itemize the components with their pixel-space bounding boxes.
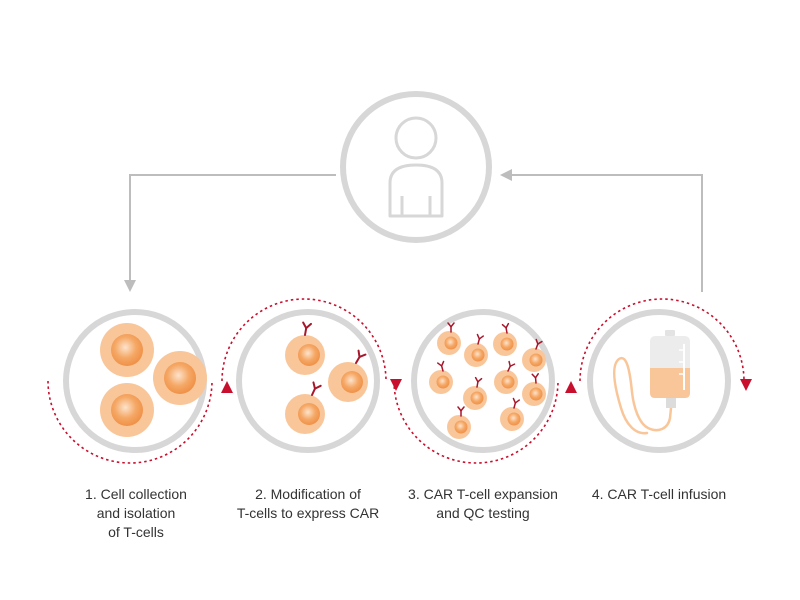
step-1-label: 1. Cell collection and isolation of T-ce… — [51, 485, 221, 542]
cycle-arrowhead-1-icon — [221, 381, 233, 393]
cycle-arrowhead-4-icon — [740, 379, 752, 391]
step-3-label-line-2: and QC testing — [436, 505, 530, 521]
cycle-arc-1 — [47, 380, 213, 464]
expanded-cell-group — [429, 322, 546, 439]
step-3-label: 3. CAR T-cell expansion and QC testing — [398, 485, 568, 523]
person-outline-icon — [388, 116, 444, 218]
step-4-label: 4. CAR T-cell infusion — [574, 485, 744, 504]
expanded-cell-nucleus — [470, 391, 484, 405]
cycle-arrows — [47, 298, 745, 464]
cycle-arrowhead-3-icon — [565, 381, 577, 393]
expanded-cell-nucleus — [454, 420, 468, 434]
return-connector — [510, 174, 703, 292]
expanded-cell-nucleus — [471, 348, 485, 362]
expanded-cell-nucleus — [529, 387, 543, 401]
patient-node — [340, 91, 492, 243]
expanded-cell-nucleus — [507, 412, 521, 426]
collection-connector — [129, 174, 336, 282]
expanded-cell-nucleus — [501, 375, 515, 389]
infusion-bag-icon — [613, 330, 690, 435]
step-1-label-line-3: of T-cells — [108, 524, 164, 540]
step-1-label-line-2: and isolation — [96, 505, 176, 521]
t-cell-group — [100, 323, 207, 437]
expanded-cell-nucleus — [436, 375, 450, 389]
cycle-arc-3 — [393, 380, 559, 464]
step-2-label-line-2: T-cells to express CAR — [236, 505, 380, 521]
expanded-cell-nucleus — [500, 337, 514, 351]
expanded-cell-nucleus — [529, 353, 543, 367]
return-arrowhead-icon — [500, 169, 512, 181]
step-2-label-line-1: 2. Modification of — [255, 486, 361, 502]
expanded-cell-nucleus — [444, 336, 458, 350]
step-1-label-line-1: 1. Cell collection — [85, 486, 187, 502]
collection-arrowhead-icon — [124, 280, 136, 292]
step-3-label-line-1: 3. CAR T-cell expansion — [408, 486, 558, 502]
car-t-cell-group — [285, 321, 368, 434]
cycle-arrowhead-2-icon — [390, 379, 402, 391]
step-2-node — [236, 309, 380, 453]
step-2-label: 2. Modification of T-cells to express CA… — [223, 485, 393, 523]
step-1-node — [63, 309, 207, 453]
step-4-node — [587, 309, 731, 453]
cycle-arc-2 — [221, 298, 387, 382]
step-4-label-line-1: 4. CAR T-cell infusion — [591, 486, 727, 502]
step-3-node — [411, 309, 555, 453]
cycle-arc-4 — [579, 298, 745, 382]
